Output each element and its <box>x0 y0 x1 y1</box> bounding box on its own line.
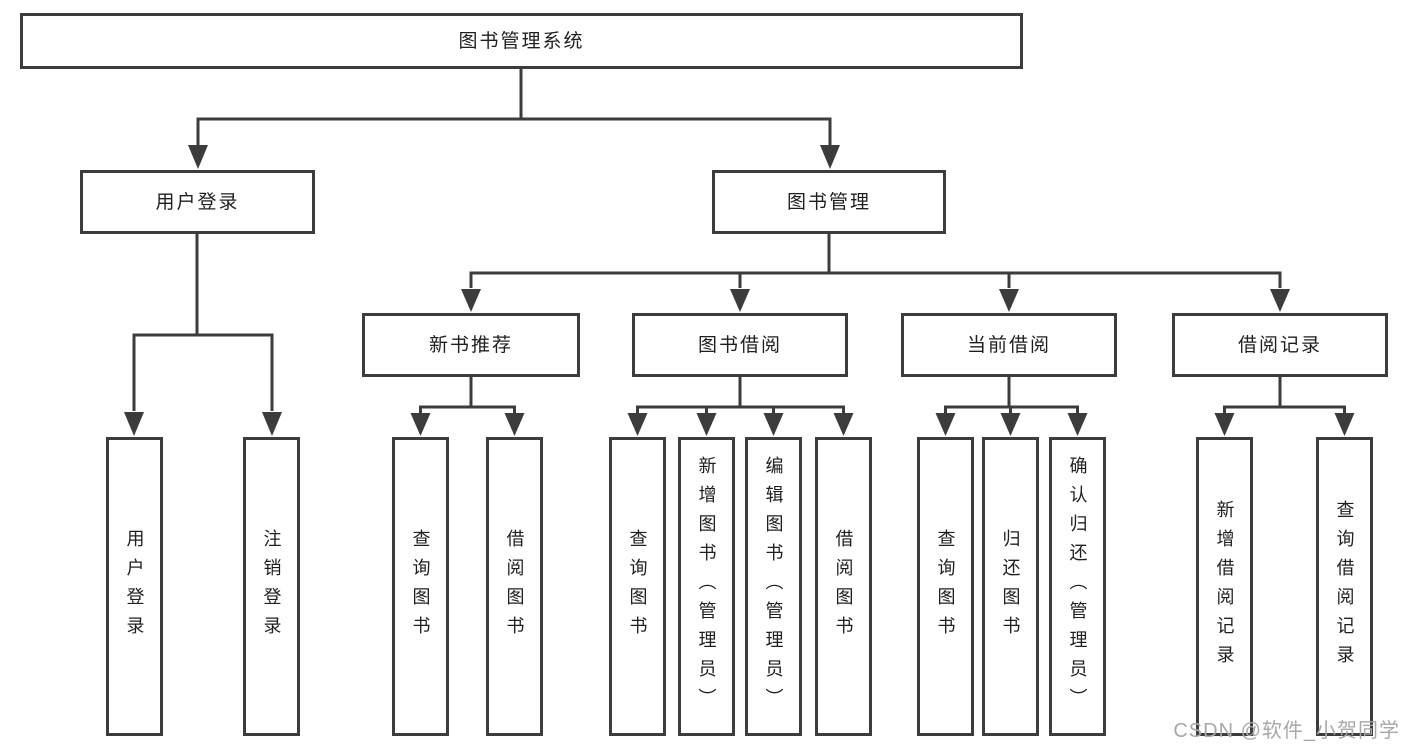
node-current-borrow: 当前借阅 <box>901 313 1117 377</box>
leaf-borrow-query-books: 查询图书 <box>609 437 666 736</box>
connector-g1-hline <box>419 405 516 414</box>
leaf-current-query-books: 查询图书 <box>917 437 974 736</box>
arrowhead <box>1334 413 1355 436</box>
node-borrow-records: 借阅记录 <box>1172 313 1388 377</box>
arrowhead <box>1214 413 1235 436</box>
leaf-current-return-books: 归还图书 <box>982 437 1039 736</box>
leaf-borrow-borrow-books: 借阅图书 <box>815 437 872 736</box>
node-book-management: 图书管理 <box>712 170 946 234</box>
connector-bookmgmt-hline <box>469 271 1282 288</box>
arrowhead <box>696 413 717 436</box>
connector-userlogin-hline <box>132 333 274 411</box>
leaf-current-confirm-return-admin: 确认归还（管理员） <box>1049 437 1106 736</box>
arrowhead <box>188 145 208 169</box>
arrowhead <box>410 413 431 436</box>
connector-root-hline <box>196 117 832 146</box>
node-new-book-recommend: 新书推荐 <box>362 313 580 377</box>
connector-g2-hline <box>636 405 845 414</box>
arrowhead <box>124 412 144 436</box>
node-root: 图书管理系统 <box>20 13 1023 69</box>
arrowhead <box>820 145 840 169</box>
node-book-borrow: 图书借阅 <box>632 313 848 377</box>
leaf-logout-login: 注销登录 <box>243 437 300 736</box>
arrowhead <box>262 412 282 436</box>
arrowhead <box>999 289 1019 312</box>
leaf-borrow-edit-books-admin: 编辑图书（管理员） <box>745 437 802 736</box>
arrowhead <box>833 413 854 436</box>
arrowhead <box>504 413 525 436</box>
arrowhead <box>1000 413 1021 436</box>
arrowhead <box>730 289 750 312</box>
watermark: CSDN @软件_小贺同学 <box>1173 720 1400 742</box>
leaf-user-login: 用户登录 <box>106 437 163 736</box>
arrowhead <box>763 413 784 436</box>
node-user-login: 用户登录 <box>80 170 315 234</box>
arrowhead <box>935 413 956 436</box>
arrowhead <box>1270 289 1290 312</box>
leaf-records-add-record: 新增借阅记录 <box>1196 437 1253 736</box>
leaf-recommend-query-books: 查询图书 <box>392 437 449 736</box>
arrowhead <box>1067 413 1088 436</box>
arrowhead <box>461 289 481 312</box>
leaf-borrow-add-books-admin: 新增图书（管理员） <box>678 437 735 736</box>
leaf-records-query-record: 查询借阅记录 <box>1316 437 1373 736</box>
arrowhead <box>627 413 648 436</box>
leaf-recommend-borrow-books: 借阅图书 <box>486 437 543 736</box>
connector-g4-hline <box>1223 405 1346 414</box>
arrowheads <box>124 145 1355 436</box>
